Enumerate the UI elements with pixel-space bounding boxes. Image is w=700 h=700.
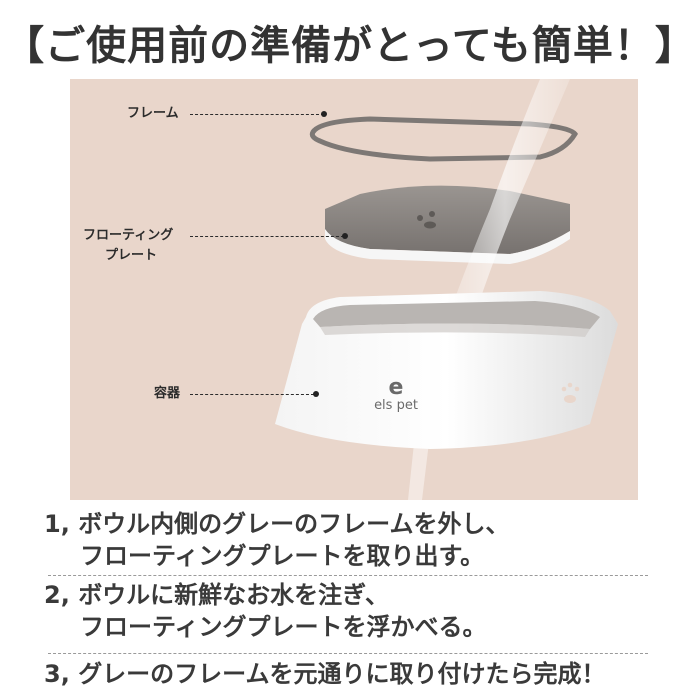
product-exploded-view-photo: e els pet フレーム フローティング プレート 容器: [70, 79, 638, 500]
leader-line-frame: [190, 114, 324, 115]
step-divider-2: [48, 653, 648, 654]
label-frame: フレーム: [127, 106, 179, 121]
leader-line-floating-plate: [190, 236, 344, 237]
brand-logo-text: els pet: [374, 398, 418, 413]
page-title: 【ご使用前の準備がとっても簡単！】: [4, 23, 696, 69]
step-2-line2: フローティングプレートを浮かべる。: [80, 613, 487, 641]
step-1-line1: ボウル内側のグレーのフレームを外し、: [78, 510, 510, 538]
leader-dot-container: [313, 391, 319, 397]
label-floating-plate-line2: プレート: [105, 248, 158, 263]
label-floating-plate-line1: フローティング: [83, 228, 174, 243]
pet-bowl-illustration: [275, 79, 618, 500]
step-divider-1: [48, 575, 648, 576]
step-1-number: 1,: [44, 510, 70, 538]
step-3-line1: グレーのフレームを元通りに取り付けたら完成！: [78, 660, 606, 688]
step-2-number: 2,: [44, 581, 70, 609]
step-2: 2, ボウルに新鮮なお水を注ぎ、 フローティングプレートを浮かべる。: [44, 579, 487, 643]
leader-line-container: [190, 394, 314, 395]
leader-dot-frame: [321, 111, 327, 117]
step-1: 1, ボウル内側のグレーのフレームを外し、 フローティングプレートを取り出す。: [44, 508, 509, 572]
frame-part: [309, 116, 578, 162]
brand-logo: e els pet: [366, 377, 426, 413]
step-3-number: 3,: [44, 660, 70, 688]
brand-logo-glyph: e: [388, 375, 404, 400]
label-container: 容器: [154, 386, 181, 401]
container-part: [275, 291, 618, 449]
floating-plate-part: [325, 185, 570, 264]
leader-dot-floating-plate: [342, 233, 348, 239]
step-1-line2: フローティングプレートを取り出す。: [80, 542, 485, 570]
step-2-line1: ボウルに新鮮なお水を注ぎ、: [78, 581, 389, 609]
step-3: 3, グレーのフレームを元通りに取り付けたら完成！: [44, 658, 605, 690]
